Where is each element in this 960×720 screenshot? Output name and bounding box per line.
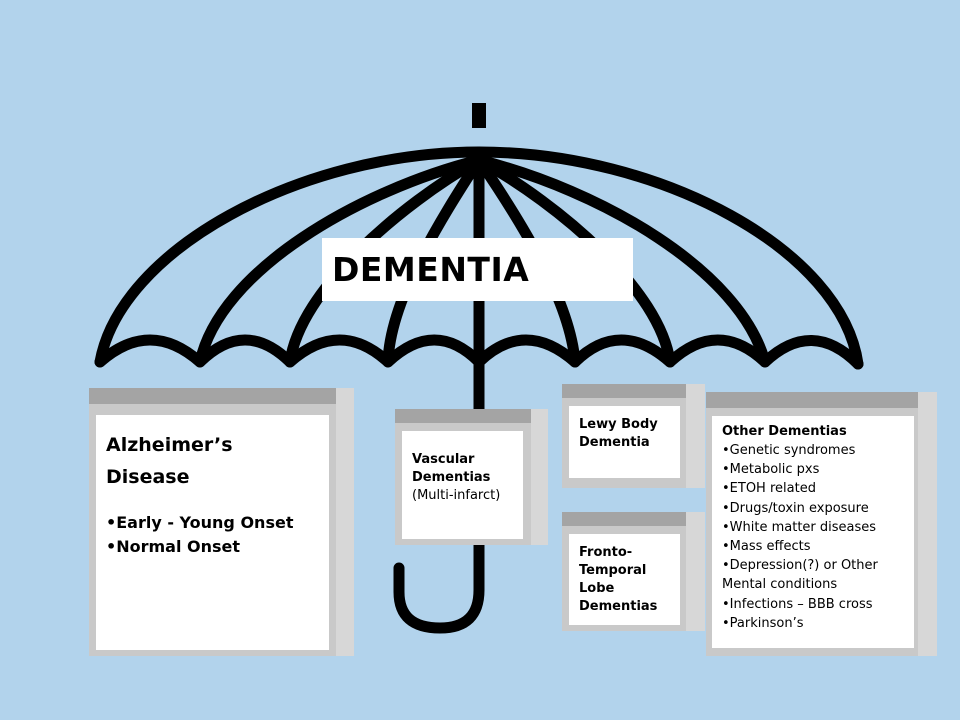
- list-item: •Depression(?) or Other Mental condition…: [722, 558, 878, 593]
- list-item: •Genetic syndromes: [722, 443, 856, 458]
- title-text: DEMENTIA: [332, 250, 530, 289]
- list-item: •Infections – BBB cross: [722, 596, 873, 612]
- vascular-note: (Multi-infarct): [412, 488, 501, 503]
- alzheimers-title: Alzheimer’s Disease: [106, 434, 233, 488]
- list-item: •Metabolic pxs: [722, 462, 820, 478]
- list-item: •ETOH related: [722, 481, 816, 497]
- other-dementias-title: Other Dementias: [722, 424, 847, 439]
- list-item: •Drugs/toxin exposure: [722, 500, 869, 516]
- list-item: •Normal Onset: [106, 537, 241, 556]
- list-item: •Parkinson’s: [722, 615, 804, 631]
- list-item: •Early - Young Onset: [106, 513, 294, 532]
- fronto-temporal-title: Fronto-Temporal Lobe Dementias: [579, 545, 658, 614]
- vascular-title: Vascular Dementias: [412, 452, 491, 485]
- fronto-temporal-box: Fronto-Temporal Lobe Dementias: [562, 512, 705, 631]
- lewy-body-box: Lewy Body Dementia: [562, 384, 705, 488]
- list-item: •Mass effects: [722, 539, 811, 555]
- title-label: DEMENTIA: [322, 238, 633, 301]
- lewy-body-title: Lewy Body Dementia: [579, 417, 658, 450]
- vascular-box: Vascular Dementias (Multi-infarct): [395, 409, 548, 545]
- other-dementias-box: Other Dementias •Genetic syndromes •Meta…: [706, 392, 937, 656]
- alzheimers-box: Alzheimer’s Disease •Early - Young Onset…: [89, 388, 354, 656]
- list-item: •White matter diseases: [722, 519, 877, 535]
